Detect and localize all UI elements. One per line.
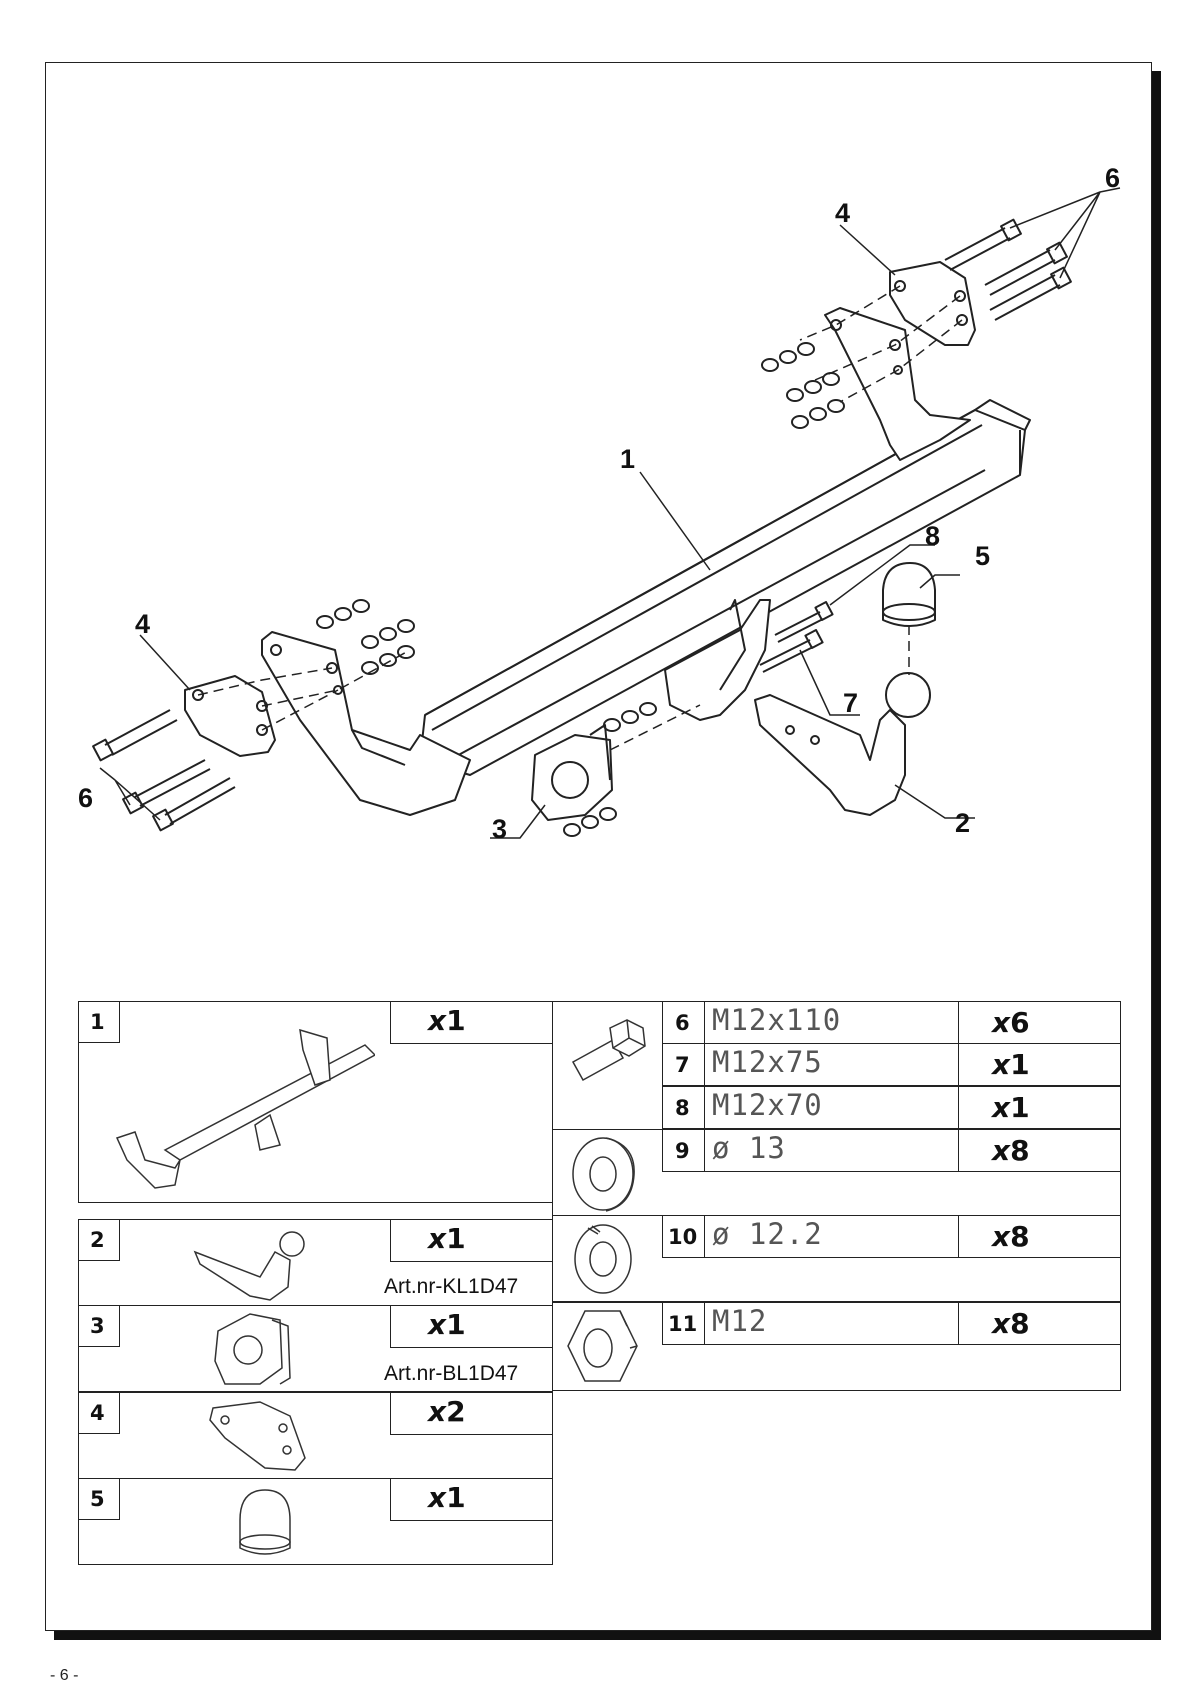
left-spacer-plate bbox=[184, 675, 276, 757]
socket-plate bbox=[531, 724, 613, 821]
part-number: 1 bbox=[90, 1010, 105, 1034]
hardware-number: 6 bbox=[675, 1011, 690, 1035]
callout-4-left: 4 bbox=[135, 609, 150, 639]
article-number: Art.nr-BL1D47 bbox=[384, 1362, 519, 1385]
part-qty-cell bbox=[390, 1305, 553, 1348]
exploded-assembly-drawing: 1 2 3 4 4 5 6 6 7 8 bbox=[78, 163, 1121, 844]
hardware-number: 8 bbox=[675, 1096, 690, 1120]
hardware-qty: x1 bbox=[992, 1048, 1030, 1081]
part-number: 4 bbox=[90, 1401, 105, 1425]
callout-7: 7 bbox=[843, 688, 858, 718]
hardware-qty: x8 bbox=[992, 1134, 1030, 1167]
leader-lines bbox=[99, 187, 1121, 839]
right-bolts bbox=[944, 218, 1072, 321]
hardware-number: 7 bbox=[675, 1053, 690, 1077]
left-bolts bbox=[92, 709, 236, 832]
socket-plate-thumbnail-icon bbox=[214, 1313, 291, 1385]
part-no-cell bbox=[78, 1001, 120, 1043]
hardware-number: 11 bbox=[668, 1312, 698, 1336]
washer-nut-stacks bbox=[316, 342, 845, 837]
part-number: 2 bbox=[90, 1228, 105, 1252]
washer-icon bbox=[572, 1137, 635, 1212]
part-no-cell bbox=[78, 1305, 120, 1347]
article-number: Art.nr-KL1D47 bbox=[384, 1275, 519, 1298]
hardware-row-11 bbox=[662, 1302, 1121, 1345]
page-number: - 6 - bbox=[50, 1667, 79, 1684]
hardware-row-7 bbox=[662, 1043, 1121, 1086]
column-divider bbox=[958, 1215, 960, 1258]
part-qty: x1 bbox=[428, 1481, 466, 1514]
spacer-plate-thumbnail-icon bbox=[209, 1401, 306, 1471]
hardware-row-10 bbox=[662, 1215, 1121, 1258]
callout-4-right: 4 bbox=[835, 198, 850, 228]
ball-cover bbox=[882, 562, 936, 627]
part-qty: x1 bbox=[428, 1004, 466, 1037]
assembly-lines bbox=[197, 285, 963, 751]
hardware-row-6 bbox=[662, 1001, 1121, 1044]
column-divider bbox=[704, 1302, 706, 1345]
right-spacer-plate bbox=[889, 261, 976, 346]
ball-cover-thumbnail-icon bbox=[239, 1489, 291, 1555]
hardware-spec: M12x70 bbox=[712, 1088, 823, 1122]
hardware-qty: x8 bbox=[992, 1307, 1030, 1340]
column-divider bbox=[958, 1001, 960, 1172]
callout-2: 2 bbox=[955, 808, 970, 838]
column-divider bbox=[704, 1001, 706, 1129]
tow-ball-thumbnail-icon bbox=[193, 1231, 305, 1301]
hardware-qty: x6 bbox=[992, 1006, 1030, 1039]
part-no-cell bbox=[78, 1478, 120, 1520]
hardware-row-9 bbox=[662, 1129, 1121, 1172]
hardware-number: 9 bbox=[675, 1139, 690, 1163]
hardware-spec: M12x110 bbox=[712, 1003, 842, 1037]
part-number: 5 bbox=[90, 1487, 105, 1511]
part-qty: x1 bbox=[428, 1308, 466, 1341]
callout-8: 8 bbox=[925, 521, 940, 551]
column-divider bbox=[958, 1302, 960, 1345]
callout-6-right: 6 bbox=[1105, 163, 1120, 193]
callout-1: 1 bbox=[620, 444, 635, 474]
spring-washer-icon bbox=[574, 1224, 632, 1294]
nut-icon bbox=[567, 1310, 638, 1382]
hardware-qty: x8 bbox=[992, 1220, 1030, 1253]
left-side-bracket bbox=[261, 631, 471, 816]
hardware-number: 10 bbox=[668, 1225, 698, 1249]
part-qty-cell bbox=[390, 1219, 553, 1262]
callout-labels: 1 2 3 4 4 5 6 6 7 8 bbox=[78, 163, 1120, 844]
hardware-qty: x1 bbox=[992, 1091, 1030, 1124]
right-side-bracket bbox=[824, 307, 971, 461]
part-qty-cell bbox=[390, 1392, 553, 1435]
cross-beam bbox=[419, 399, 1031, 776]
tow-ball-neck bbox=[754, 672, 931, 816]
hardware-spec: M12 bbox=[712, 1304, 768, 1338]
hardware-spec: ø 13 bbox=[712, 1131, 786, 1165]
part-qty: x1 bbox=[428, 1222, 466, 1255]
callout-5: 5 bbox=[975, 541, 990, 571]
hardware-row-8 bbox=[662, 1086, 1121, 1129]
bolt-icon bbox=[571, 1019, 646, 1082]
bolts-7-8 bbox=[759, 601, 834, 673]
column-divider bbox=[704, 1129, 706, 1172]
part-no-cell bbox=[78, 1392, 120, 1434]
callout-6-left: 6 bbox=[78, 783, 93, 813]
callout-3: 3 bbox=[492, 814, 507, 844]
part-qty-cell bbox=[390, 1478, 553, 1521]
part-qty-cell bbox=[390, 1001, 553, 1044]
hardware-spec: M12x75 bbox=[712, 1045, 823, 1079]
beam-thumbnail-icon bbox=[115, 1028, 375, 1189]
part-number: 3 bbox=[90, 1314, 105, 1338]
column-divider bbox=[704, 1215, 706, 1258]
part-no-cell bbox=[78, 1219, 120, 1261]
hardware-spec: ø 12.2 bbox=[712, 1217, 823, 1251]
part-qty: x2 bbox=[428, 1395, 466, 1428]
